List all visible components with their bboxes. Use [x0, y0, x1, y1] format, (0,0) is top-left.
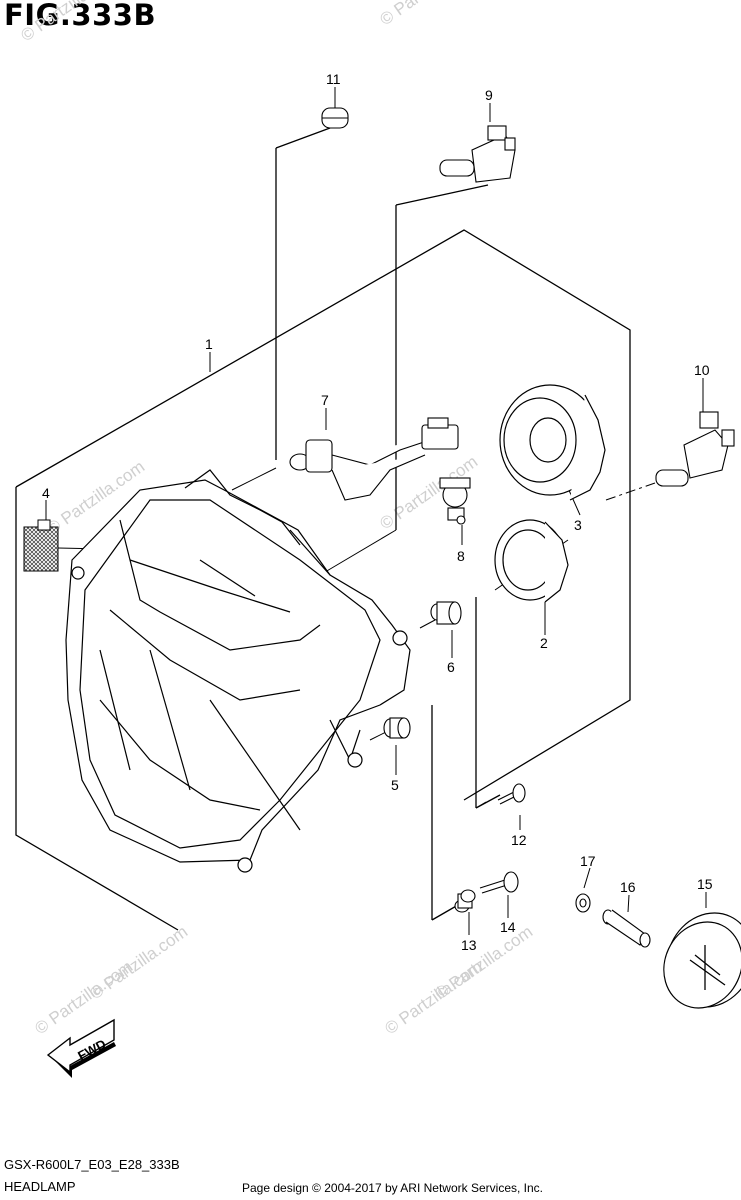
screw-12: [497, 783, 526, 805]
socket-8: [439, 477, 471, 525]
callout-11: 11: [326, 71, 341, 87]
model-code: GSX-R600L7_E03_E28_333B: [4, 1157, 180, 1172]
assembly-frame: [15, 127, 631, 931]
copyright-notice: Page design © 2004-2017 by ARI Network S…: [242, 1181, 544, 1195]
washer-17: [575, 893, 591, 913]
position-bulb: [321, 107, 349, 129]
collar-13: [454, 889, 476, 913]
callout-labels: 1 2 3 4 5 6 7 8 9 10 11 12 13 14 15 16 1…: [42, 71, 713, 953]
callout-10: 10: [694, 362, 710, 378]
fwd-arrow: FWD: [46, 1018, 116, 1078]
cap-15: [663, 912, 741, 1009]
callout-14: 14: [500, 919, 516, 935]
callout-7: 7: [321, 392, 329, 408]
callout-1: 1: [205, 336, 213, 352]
callout-3: 3: [574, 517, 582, 533]
headlamp-housing: [65, 469, 411, 873]
watermark: © Partzilla.com: [17, 0, 122, 45]
reflector-label: [23, 519, 59, 572]
watermark: © Partzilla.com: [376, 0, 481, 29]
callout-13: 13: [461, 937, 477, 953]
watermark: © Partzilla.com: [86, 922, 191, 1003]
callout-8: 8: [457, 548, 465, 564]
spacer-16: [602, 909, 651, 948]
headlight-bulb-10: [655, 411, 735, 487]
callout-4: 4: [42, 485, 50, 501]
callout-12: 12: [511, 832, 527, 848]
callout-15: 15: [697, 876, 713, 892]
callout-16: 16: [620, 879, 636, 895]
callout-2: 2: [540, 635, 548, 651]
callout-5: 5: [391, 777, 399, 793]
watermark: © Partzilla.com: [431, 922, 536, 1003]
screw-14: [479, 871, 519, 894]
callout-9: 9: [485, 87, 493, 103]
seal-ring: [494, 519, 569, 603]
figure-title: FIG.333B: [4, 0, 157, 32]
bulb-socket-wire: [289, 417, 459, 501]
callout-6: 6: [447, 659, 455, 675]
section-name: HEADLAMP: [4, 1179, 76, 1194]
grommet-6: [430, 601, 462, 625]
headlight-bulb-9: [439, 125, 516, 183]
grommet-5: [383, 717, 411, 739]
dust-cover: [499, 384, 606, 501]
callout-17: 17: [580, 853, 596, 869]
